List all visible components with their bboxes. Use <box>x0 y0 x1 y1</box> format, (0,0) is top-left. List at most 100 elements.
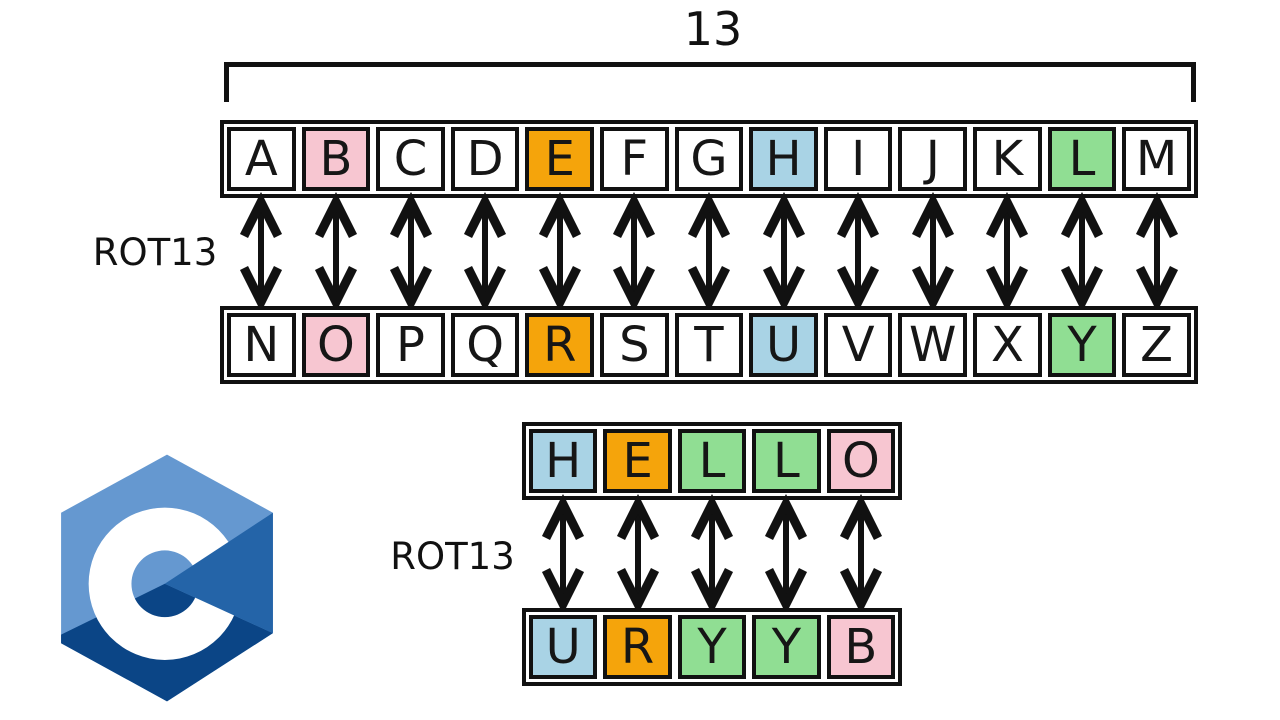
letter-cell: D <box>450 127 520 191</box>
letter-cell: O <box>301 313 371 377</box>
double-arrow <box>675 191 744 313</box>
cell-letter: U <box>766 317 802 373</box>
letter-cell: Y <box>677 615 747 679</box>
double-arrow <box>749 191 818 313</box>
cell-letter: U <box>545 619 581 675</box>
letter-cell: L <box>677 429 747 493</box>
rot13-label-example: ROT13 <box>390 535 515 578</box>
letter-cell: V <box>823 313 893 377</box>
cell-letter: G <box>690 131 728 187</box>
letter-cell: E <box>603 429 672 493</box>
letter-cell: W <box>898 313 968 377</box>
double-arrow <box>1122 191 1191 313</box>
double-arrow <box>603 493 671 615</box>
double-arrow <box>824 191 893 313</box>
cell-letter: N <box>243 317 280 373</box>
c-language-logo-icon <box>61 454 273 702</box>
letter-cell: H <box>749 127 818 191</box>
rot13-label-alphabet: ROT13 <box>92 231 218 274</box>
cell-letter: B <box>844 619 878 675</box>
cell-letter: H <box>545 433 582 489</box>
double-arrow <box>302 191 371 313</box>
logo-wedge <box>164 512 273 634</box>
double-arrow <box>451 191 520 313</box>
letter-cell: L <box>1047 127 1117 191</box>
cell-letter: V <box>841 317 875 373</box>
cell-letter: L <box>1068 131 1096 187</box>
double-arrow-icon <box>389 191 432 313</box>
bracket-tick-left <box>224 62 229 102</box>
cell-letter: L <box>773 433 800 489</box>
arrows-example <box>522 493 902 615</box>
cell-letter: A <box>244 131 278 187</box>
letter-cell: E <box>525 127 595 191</box>
cell-letter: X <box>990 317 1024 373</box>
double-arrow <box>973 191 1042 313</box>
cell-letter: S <box>619 317 650 373</box>
letter-cell: P <box>376 313 445 377</box>
cell-letter: W <box>909 317 957 373</box>
letter-cell: F <box>600 127 669 191</box>
cell-letter: I <box>851 131 866 187</box>
double-arrow <box>227 191 296 313</box>
cell-letter: E <box>622 433 653 489</box>
bracket-span-line <box>224 62 1196 67</box>
letter-cell: K <box>973 127 1042 191</box>
double-arrow-icon <box>314 191 357 313</box>
letter-cell: G <box>674 127 744 191</box>
cell-letter: Y <box>697 619 727 675</box>
cell-letter: T <box>694 317 724 373</box>
cell-letter: R <box>620 619 655 675</box>
cell-letter: O <box>841 433 880 489</box>
logo-letter-c <box>88 507 241 660</box>
letter-cell: I <box>823 127 893 191</box>
cell-letter: Z <box>1140 317 1174 373</box>
cell-letter: E <box>544 131 575 187</box>
letter-cell: Y <box>752 615 821 679</box>
letter-cell: T <box>674 313 744 377</box>
double-arrow-icon <box>1135 191 1178 313</box>
double-arrow-icon <box>765 493 808 615</box>
cell-letter: C <box>393 131 428 187</box>
cell-letter: H <box>765 131 802 187</box>
double-arrow <box>898 191 967 313</box>
double-arrow <box>376 191 445 313</box>
bracket-count-label: 13 <box>683 2 743 56</box>
cell-letter: L <box>698 433 726 489</box>
double-arrow-icon <box>613 191 656 313</box>
cell-letter: M <box>1135 131 1178 187</box>
letter-cell: N <box>227 313 296 377</box>
letter-cell: X <box>973 313 1042 377</box>
letter-cell: M <box>1122 127 1191 191</box>
double-arrow-icon <box>911 191 954 313</box>
letter-cell: A <box>227 127 296 191</box>
letter-cell: S <box>600 313 669 377</box>
letter-cell: Y <box>1047 313 1117 377</box>
letter-cell: O <box>826 429 896 493</box>
bracket-tick-right <box>1191 62 1196 102</box>
letter-cell: L <box>752 429 821 493</box>
letter-cell: U <box>529 615 598 679</box>
double-arrow-icon <box>240 191 283 313</box>
cell-letter: D <box>466 131 504 187</box>
double-arrow <box>678 493 746 615</box>
double-arrow <box>827 493 895 615</box>
letter-cell: Z <box>1122 313 1191 377</box>
cell-letter: O <box>317 317 355 373</box>
letter-cell: R <box>603 615 672 679</box>
double-arrow-icon <box>538 191 581 313</box>
double-arrow-icon <box>1060 191 1104 313</box>
cell-letter: B <box>319 131 353 187</box>
letter-cell: C <box>376 127 445 191</box>
letter-cell: Q <box>450 313 520 377</box>
double-arrow <box>525 191 594 313</box>
cell-letter: Y <box>771 619 802 675</box>
letter-cell: H <box>529 429 598 493</box>
double-arrow-icon <box>464 191 507 313</box>
double-arrow <box>529 493 597 615</box>
